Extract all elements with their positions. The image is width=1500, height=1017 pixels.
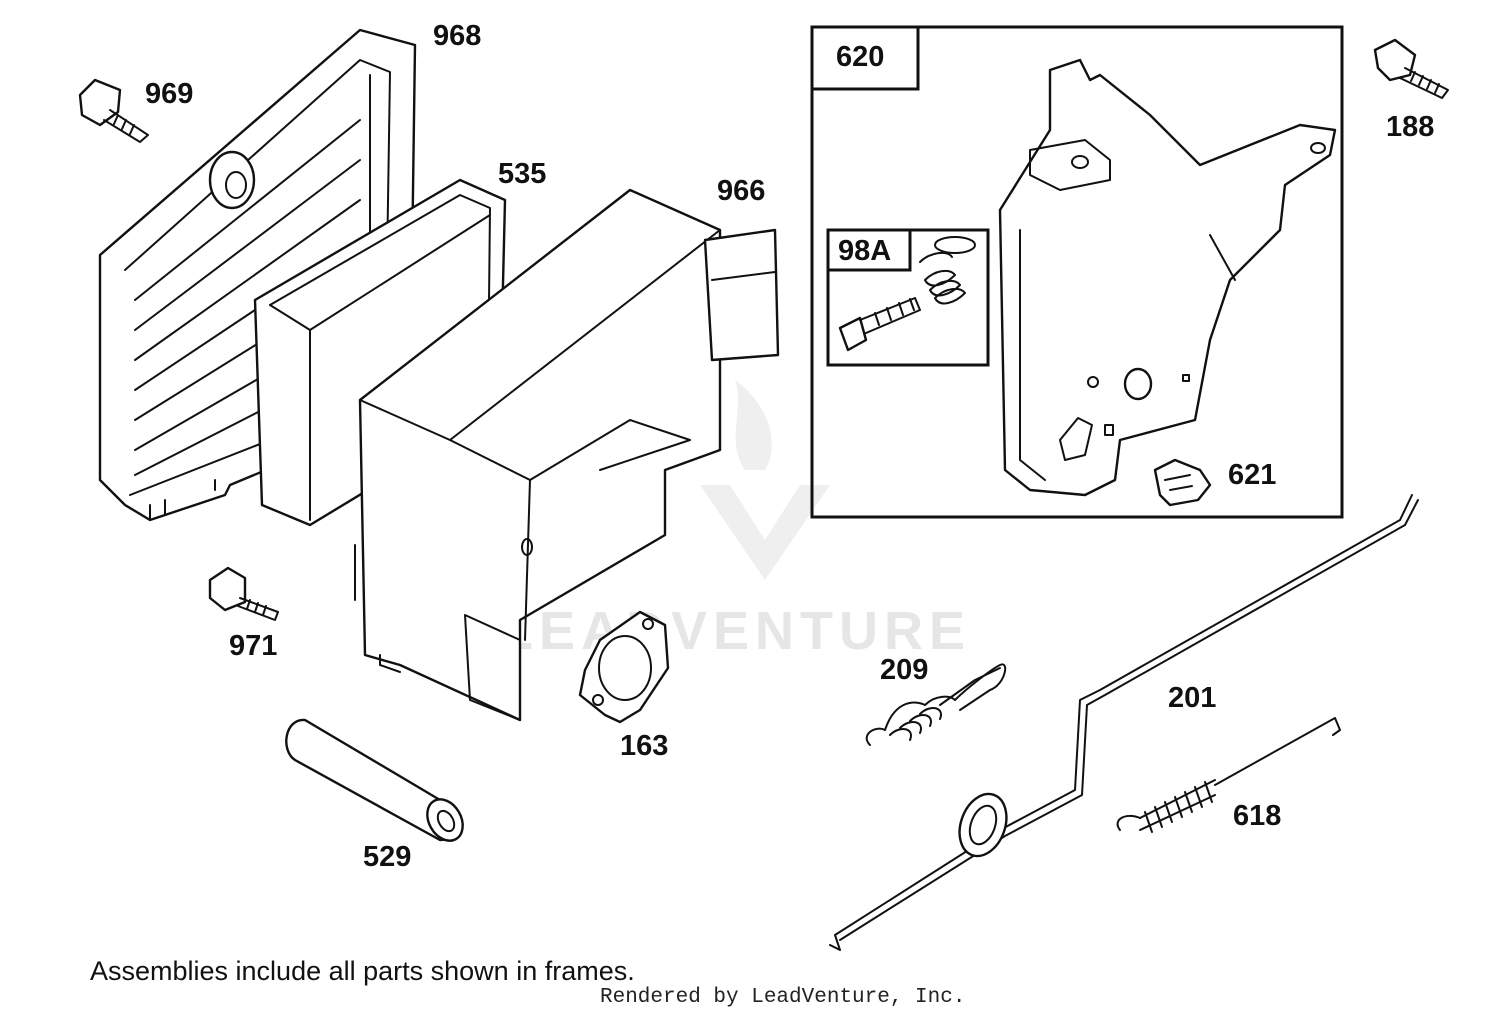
part-label-969: 969 [145,78,194,110]
assemblies-note: Assemblies include all parts shown in fr… [90,956,635,986]
part-label-618: 618 [1233,800,1282,832]
part-label-620: 620 [836,41,885,73]
screw-969 [78,78,149,143]
link-rod-201 [829,494,1419,951]
part-label-971: 971 [229,630,278,662]
governor-bracket-620 [998,58,1337,497]
air-cleaner-cover-966 [354,188,780,722]
part-label-621: 621 [1228,459,1277,491]
part-label-968: 968 [433,20,482,52]
render-credit: Rendered by LeadVenture, Inc. [600,986,966,1009]
gasket-163 [578,610,670,724]
part-label-163: 163 [620,730,669,762]
frame-620-tag [810,25,920,91]
screw-188 [1373,38,1449,99]
frame-98a-tag [826,228,912,272]
adjusting-screw-98a [838,236,976,352]
spring-618 [1116,717,1341,833]
tube-529 [285,718,464,842]
clip-621 [1153,458,1212,507]
part-label-209: 209 [880,654,929,686]
spring-209 [865,663,1007,746]
frame-620 [810,25,1344,519]
part-label-98a: 98A [838,235,892,267]
part-label-966: 966 [717,175,766,207]
watermark-text: LEADVENTURE [500,601,972,661]
part-label-188: 188 [1386,111,1435,143]
part-label-535: 535 [498,158,547,190]
screw-971 [208,566,279,621]
part-label-201: 201 [1168,682,1217,714]
part-label-529: 529 [363,841,412,873]
